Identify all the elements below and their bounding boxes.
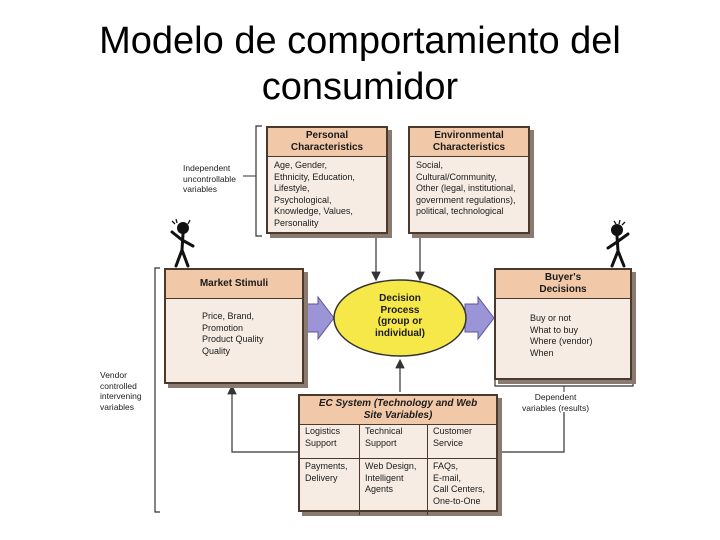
vendor-variables-label: Vendor controlled intervening variables: [100, 370, 142, 412]
market-stimuli-box: Market Stimuli Price, Brand,Promotion Pr…: [164, 268, 304, 384]
ec-to-buyer-line: [500, 412, 564, 452]
environmental-characteristics-list: Social,Cultural/Community, Other (legal,…: [410, 157, 528, 221]
independent-variables-label: Independent uncontrollable variables: [183, 163, 236, 195]
thinking-person-right-icon: [600, 218, 634, 268]
thinking-person-left-icon: [166, 218, 200, 268]
market-stimuli-title: Market Stimuli: [166, 270, 302, 299]
ec-cell-faqs: FAQs,E-mail, Call Centers,One-to-One: [428, 459, 496, 515]
vendor-bracket: [155, 268, 160, 512]
process-to-buyer-arrow: [465, 297, 494, 339]
ec-to-market-line: [232, 386, 298, 452]
ec-cell-payments: Payments,Delivery: [300, 459, 360, 515]
dependent-bracket: [495, 380, 633, 386]
personal-characteristics-list: Age, Gender,Ethnicity, Education, Lifest…: [268, 157, 386, 232]
independent-bracket: [256, 126, 262, 236]
market-to-process-arrow: [306, 297, 334, 339]
dependent-variables-label: Dependent variables (results): [522, 392, 589, 413]
